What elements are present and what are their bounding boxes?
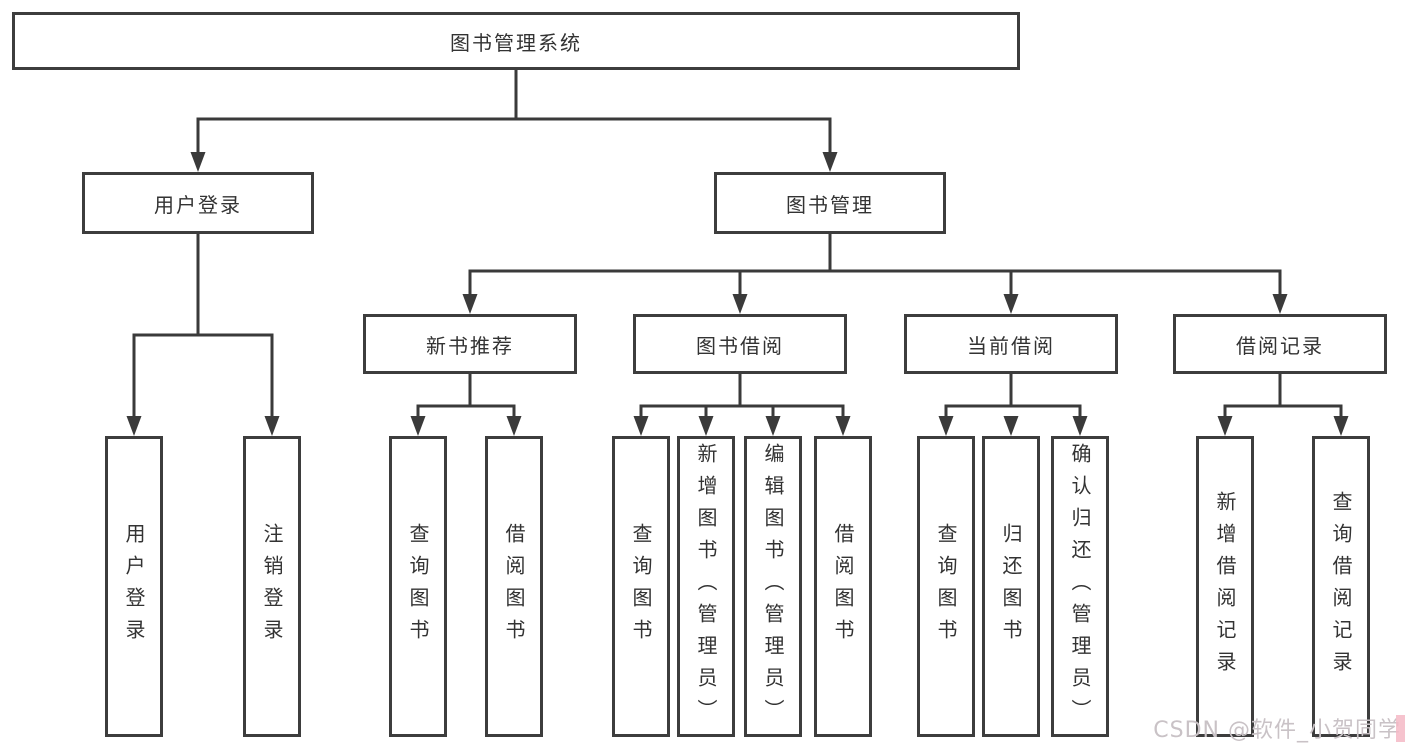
leaf-logout-login: 注销登录 xyxy=(243,436,301,737)
leaf-label: 编辑图书（管理员） xyxy=(761,442,785,731)
leaf-borrow-books-borrowing: 借阅图书 xyxy=(814,436,872,737)
module-box-current-borrow: 当前借阅 xyxy=(904,314,1118,374)
module-label-borrow-records: 借阅记录 xyxy=(1236,333,1324,358)
module-box-new-books: 新书推荐 xyxy=(363,314,577,374)
leaf-label: 注销登录 xyxy=(260,522,284,651)
leaf-label: 查询借阅记录 xyxy=(1329,490,1353,683)
leaf-query-books-current: 查询图书 xyxy=(917,436,975,737)
module-label-current-borrow: 当前借阅 xyxy=(967,333,1055,358)
watermark-pink-accent xyxy=(1396,715,1405,742)
module-label-new-books: 新书推荐 xyxy=(426,333,514,358)
leaf-label: 借阅图书 xyxy=(831,522,855,651)
module-box-borrowing: 图书借阅 xyxy=(633,314,847,374)
leaf-label: 新增借阅记录 xyxy=(1213,490,1237,683)
leaf-query-books-newbooks: 查询图书 xyxy=(389,436,447,737)
leaf-label: 用户登录 xyxy=(122,522,146,651)
leaf-label: 确认归还（管理员） xyxy=(1068,442,1092,731)
csdn-watermark: CSDN @软件_小贺同学 xyxy=(1153,718,1401,743)
branch-box-user-login: 用户登录 xyxy=(82,172,314,234)
leaf-confirm-return-admin: 确认归还（管理员） xyxy=(1051,436,1109,737)
leaf-label: 归还图书 xyxy=(999,522,1023,651)
leaf-label: 查询图书 xyxy=(629,522,653,651)
root-box-library-system: 图书管理系统 xyxy=(12,12,1020,70)
branch-box-book-management: 图书管理 xyxy=(714,172,946,234)
leaf-borrow-books-newbooks: 借阅图书 xyxy=(485,436,543,737)
arrowheads xyxy=(126,152,1349,436)
leaf-user-login: 用户登录 xyxy=(105,436,163,737)
branch-label-user-login: 用户登录 xyxy=(154,192,242,217)
module-label-borrowing: 图书借阅 xyxy=(696,333,784,358)
leaf-query-borrow-record: 查询借阅记录 xyxy=(1312,436,1370,737)
leaf-add-borrow-record: 新增借阅记录 xyxy=(1196,436,1254,737)
leaf-label: 查询图书 xyxy=(934,522,958,651)
module-box-borrow-records: 借阅记录 xyxy=(1173,314,1387,374)
leaf-label: 查询图书 xyxy=(406,522,430,651)
leaf-query-books-borrowing: 查询图书 xyxy=(612,436,670,737)
leaf-label: 新增图书（管理员） xyxy=(694,442,718,731)
leaf-label: 借阅图书 xyxy=(502,522,526,651)
leaf-edit-books-admin: 编辑图书（管理员） xyxy=(744,436,802,737)
root-label: 图书管理系统 xyxy=(450,30,582,55)
leaf-return-books: 归还图书 xyxy=(982,436,1040,737)
branch-label-book-management: 图书管理 xyxy=(786,192,874,217)
leaf-add-books-admin: 新增图书（管理员） xyxy=(677,436,735,737)
